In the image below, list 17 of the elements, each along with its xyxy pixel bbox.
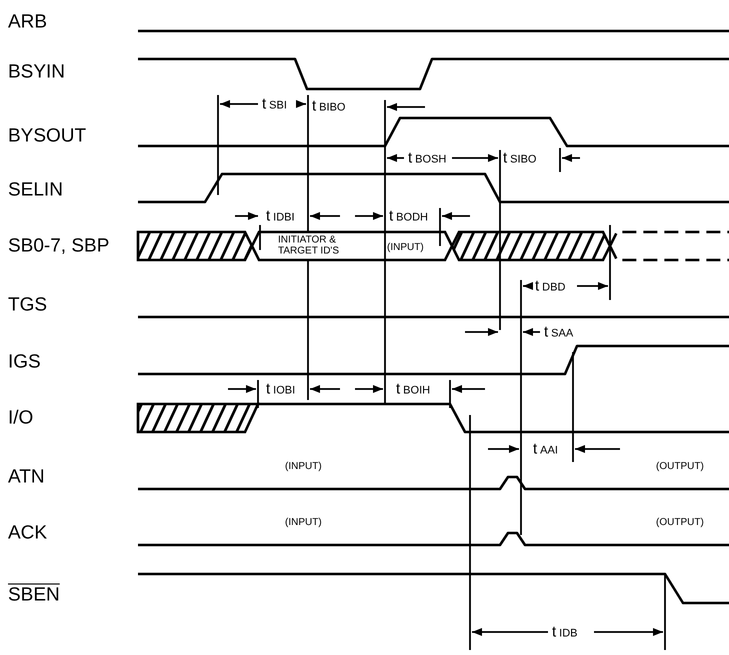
- signal-name: BSYIN: [8, 62, 66, 82]
- direction-note: (OUTPUT): [656, 462, 704, 472]
- direction-note: (OUTPUT): [656, 518, 704, 528]
- signal-name: ATN: [8, 468, 45, 486]
- signal-name: IGS: [8, 352, 41, 372]
- signal-name: SBEN: [8, 586, 60, 604]
- signal-name: BYSOUT: [8, 126, 86, 146]
- bus-data-label: INITIATOR & TARGET ID'S: [278, 236, 340, 256]
- direction-note: (INPUT): [387, 243, 424, 253]
- signal-name: I/O: [8, 408, 34, 428]
- signal-name: TGS: [8, 296, 48, 314]
- direction-note: (INPUT): [285, 462, 322, 472]
- signal-name: SB0-7, SBP: [8, 236, 110, 256]
- signal-name: ARB: [8, 12, 48, 32]
- direction-note: (INPUT): [285, 518, 322, 528]
- signal-name: SELIN: [8, 180, 63, 200]
- signal-name: ACK: [8, 524, 48, 542]
